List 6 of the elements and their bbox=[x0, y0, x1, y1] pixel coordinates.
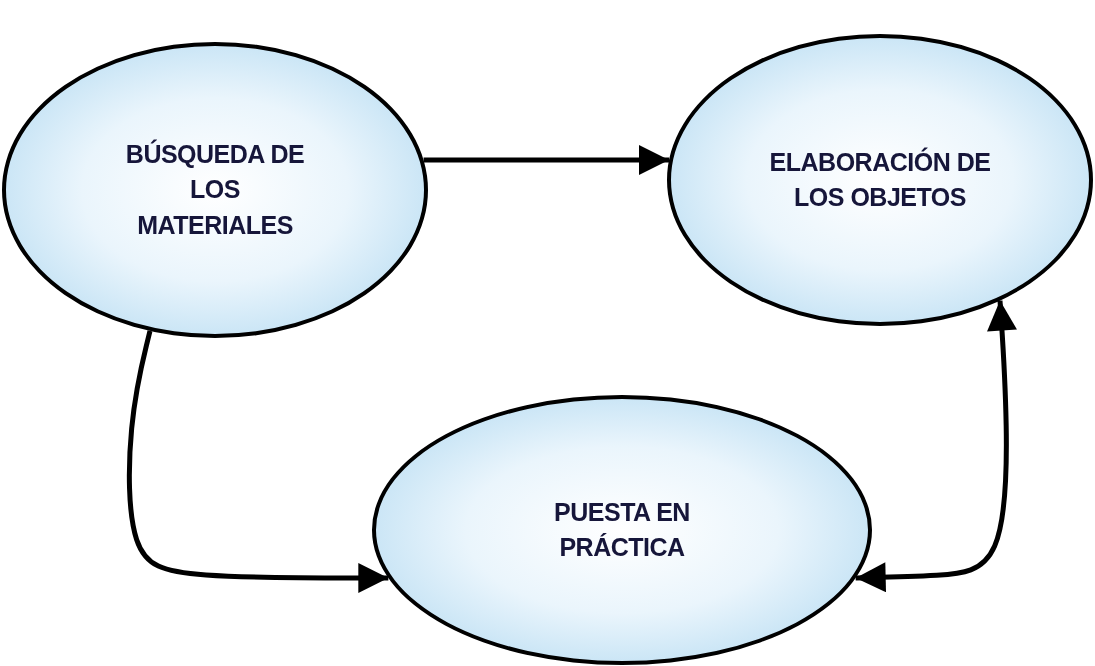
node-label: BÚSQUEDA DE LOS MATERIALES bbox=[124, 138, 306, 241]
arrow bbox=[423, 145, 669, 175]
node-label: ELABORACIÓN DE LOS OBJETOS bbox=[768, 146, 992, 213]
arrow bbox=[126, 330, 389, 593]
arrow bbox=[855, 300, 1017, 593]
node-label: PUESTA EN PRÁCTICA bbox=[553, 496, 691, 563]
